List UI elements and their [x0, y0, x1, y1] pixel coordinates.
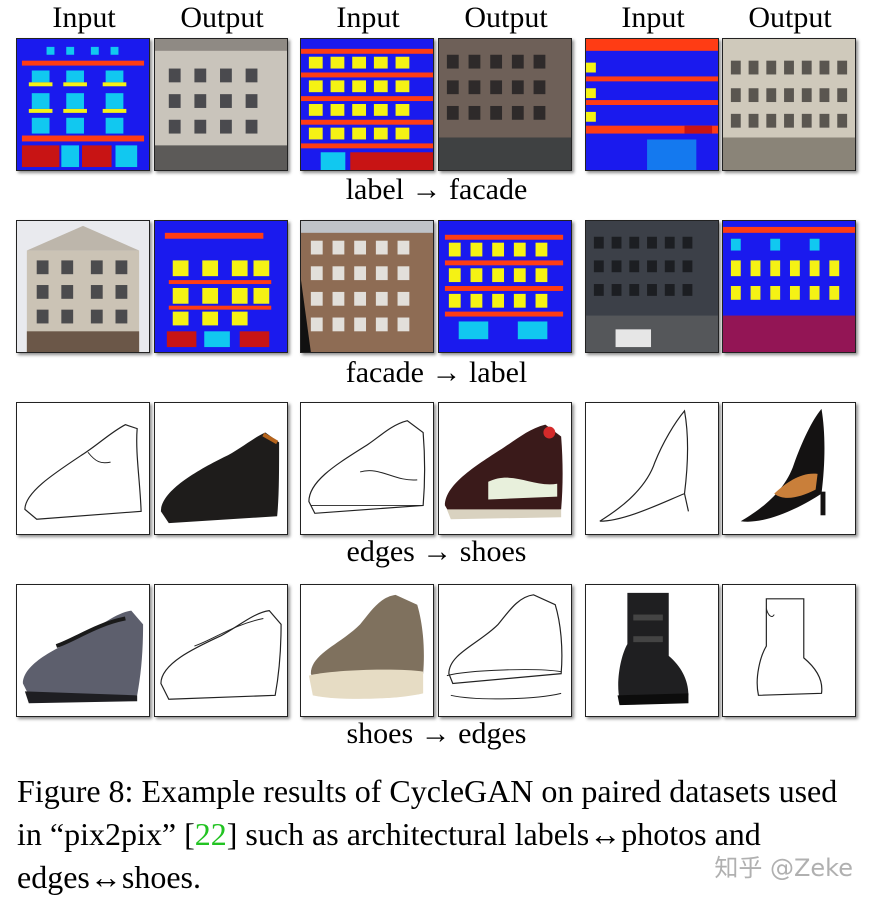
figure-text-1: Example results of CycleGAN on paired da…	[17, 773, 838, 852]
header-output-3: Output	[748, 1, 832, 34]
label-map-tile	[438, 220, 572, 353]
citation-link[interactable]: 22	[194, 816, 227, 852]
label-map-tile	[16, 38, 150, 171]
label-map-tile	[300, 38, 434, 171]
header-output-1: Output	[180, 1, 264, 34]
shoe-photo-tile	[154, 402, 288, 535]
figure-caption: Figure 8: Example results of CycleGAN on…	[17, 770, 867, 899]
shoe-edges-tile	[585, 402, 719, 535]
label-map-tile	[154, 220, 288, 353]
shoe-edges-tile	[154, 584, 288, 717]
facade-photo-tile	[154, 38, 288, 171]
shoe-edges-tile	[300, 402, 434, 535]
boot-photo-tile	[585, 584, 719, 717]
shoe-edges-tile	[16, 402, 150, 535]
facade-photo-tile	[438, 38, 572, 171]
facade-photo-tile	[585, 220, 719, 353]
shoe-photo-tile	[300, 584, 434, 717]
boot-edges-tile	[722, 584, 856, 717]
figure-text-2: ] such as architectural labels↔photos an…	[17, 816, 761, 895]
facade-photo-tile	[16, 220, 150, 353]
row-caption: facade → label	[345, 356, 528, 389]
label-map-tile	[585, 38, 719, 171]
row-caption: label → facade	[345, 173, 528, 206]
header-input-3: Input	[621, 1, 685, 34]
shoe-edges-tile	[438, 584, 572, 717]
header-output-2: Output	[464, 1, 548, 34]
shoe-photo-tile	[438, 402, 572, 535]
figure-label: Figure 8:	[17, 773, 134, 809]
shoe-photo-tile	[722, 402, 856, 535]
header-input-1: Input	[52, 1, 116, 34]
facade-photo-tile	[722, 38, 856, 171]
facade-photo-tile	[300, 220, 434, 353]
row-caption: edges → shoes	[346, 535, 527, 568]
shoe-photo-tile	[16, 584, 150, 717]
row-caption: shoes → edges	[346, 717, 527, 750]
watermark: 知乎 @Zeke	[714, 854, 853, 882]
label-map-tile	[722, 220, 856, 353]
header-input-2: Input	[336, 1, 400, 34]
